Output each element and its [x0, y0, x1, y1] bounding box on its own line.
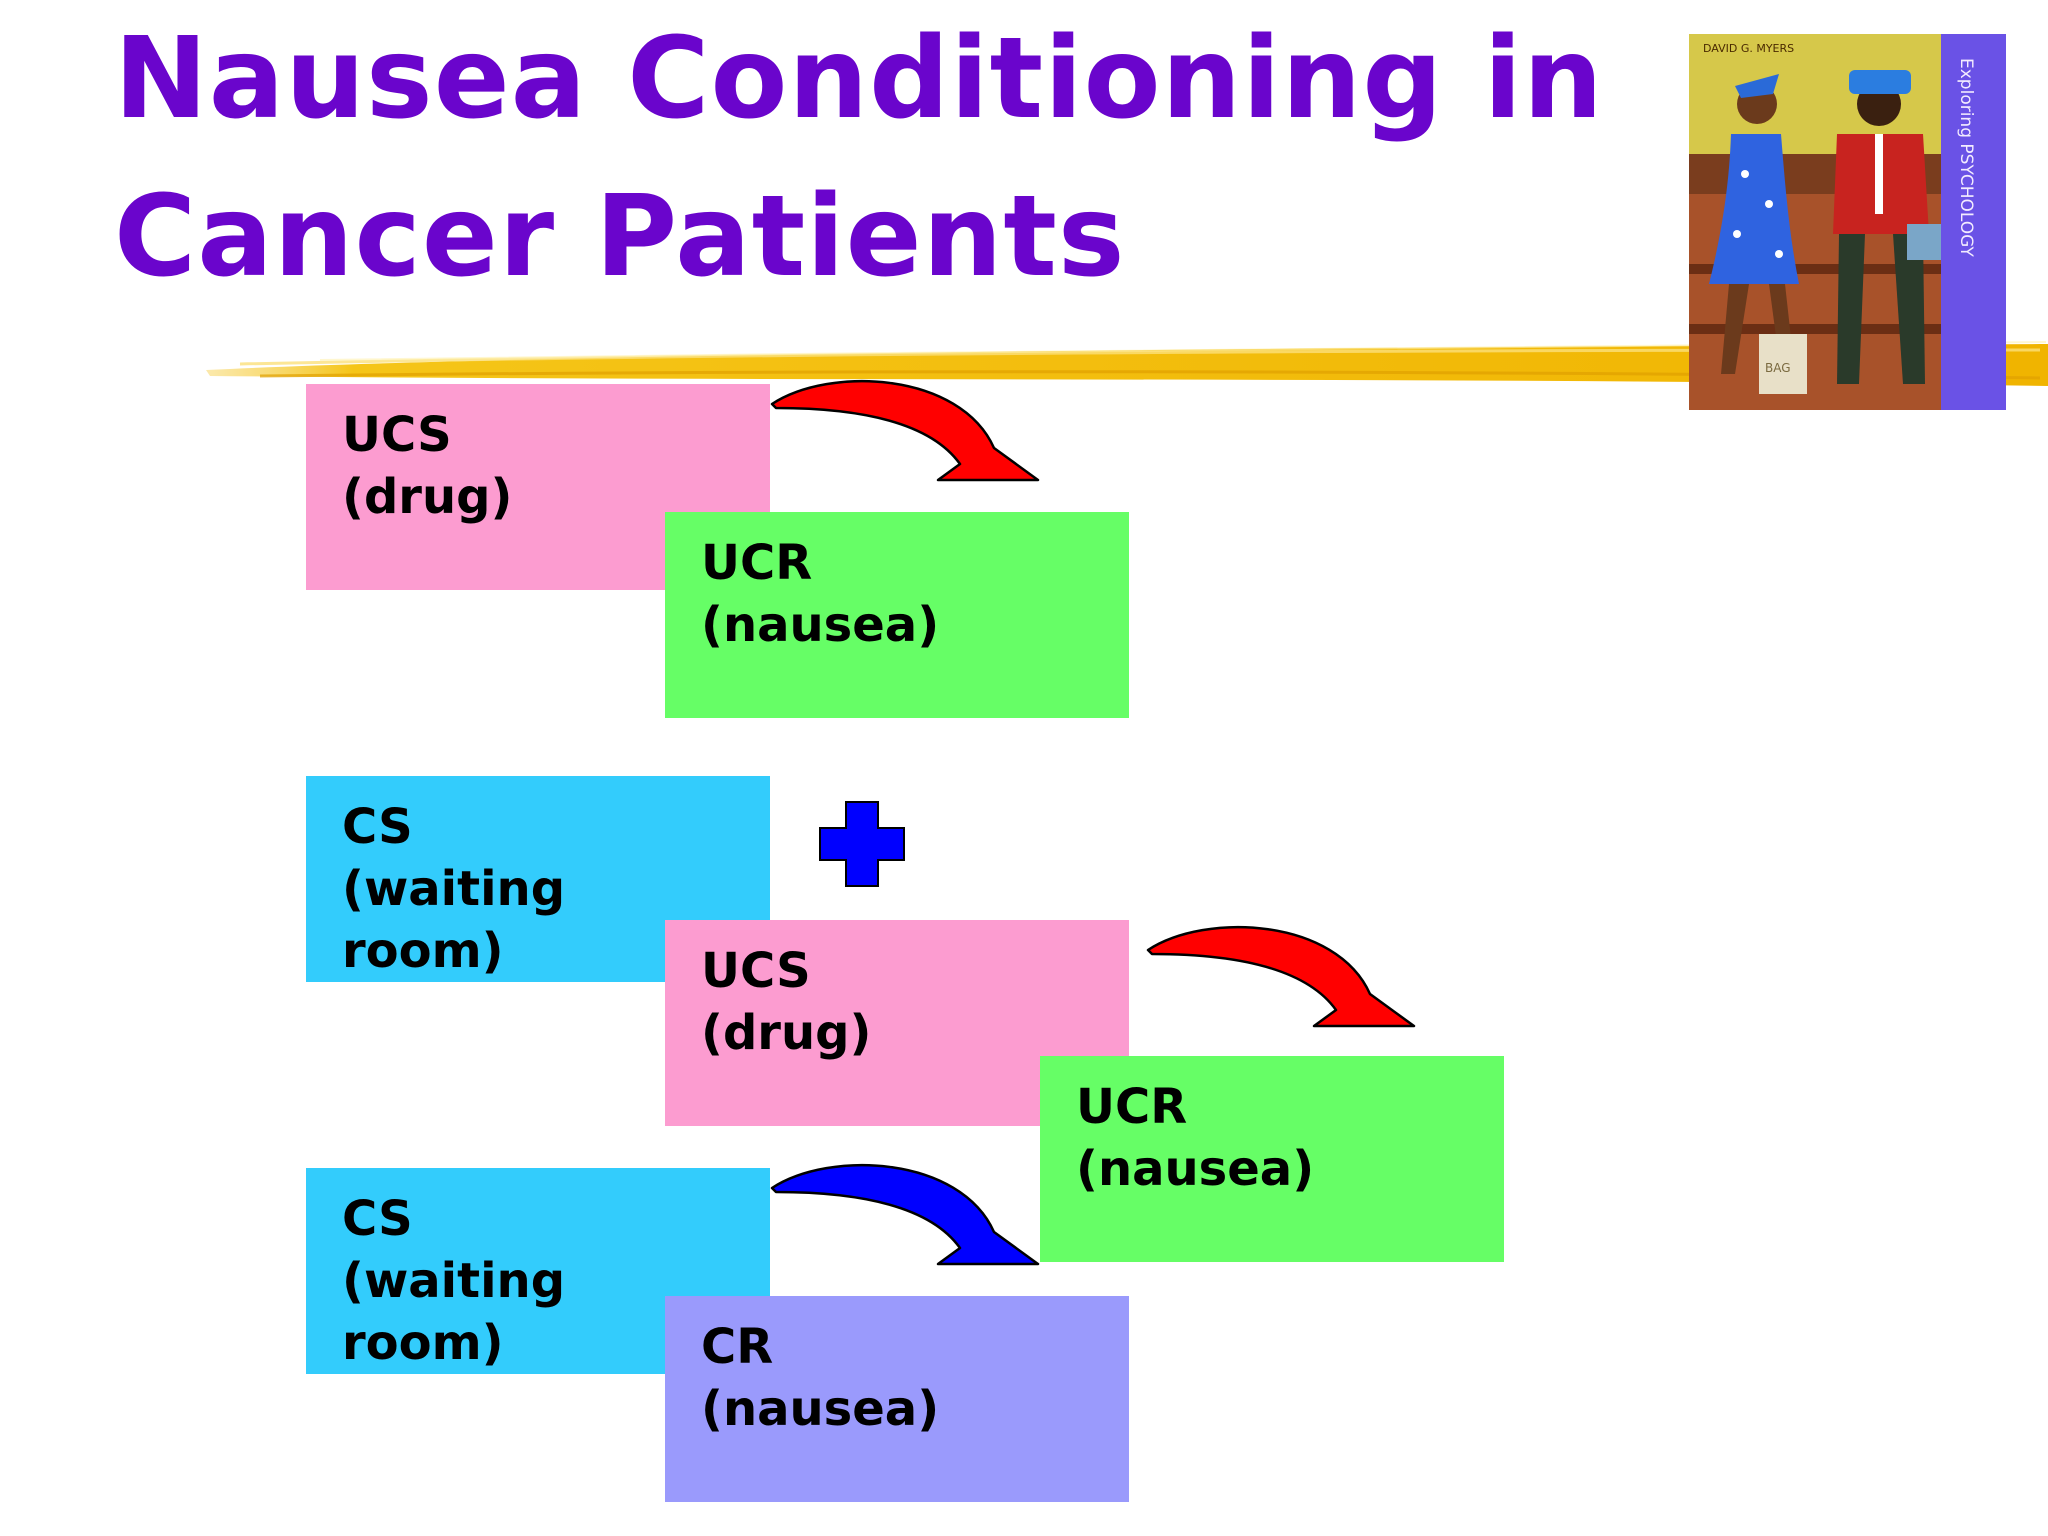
curved-arrow-icon: [770, 1164, 1040, 1266]
ucs-desc: (drug): [342, 469, 513, 525]
cs-term: CS: [342, 799, 413, 855]
book-cover-image: BAG DAVID G. MYERS Exploring PSYCHOLOGY: [1689, 34, 2006, 410]
book-author: DAVID G. MYERS: [1703, 42, 1794, 55]
title-line-1: Nausea Conditioning in: [114, 14, 1604, 144]
ucr-desc: (nausea): [701, 597, 940, 653]
curved-arrow-icon: [1146, 926, 1416, 1028]
ucr-nausea-box-2: UCR (nausea): [1040, 1056, 1504, 1262]
cs-term: CS: [342, 1191, 413, 1247]
cs-desc-line-1: (waiting: [342, 1253, 566, 1309]
cs-waiting-room-box-2: CS (waiting room): [306, 1168, 770, 1374]
cs-desc-line-1: (waiting: [342, 861, 566, 917]
ucs-desc: (drug): [701, 1005, 872, 1061]
ucr-term: UCR: [701, 535, 813, 591]
plus-icon: [819, 801, 905, 887]
title-line-2: Cancer Patients: [114, 172, 1126, 302]
bag-label: BAG: [1765, 361, 1791, 375]
cs-desc-line-2: room): [342, 1315, 504, 1371]
ucs-drug-box-2: UCS (drug): [665, 920, 1129, 1126]
cr-desc: (nausea): [701, 1381, 940, 1437]
ucr-desc: (nausea): [1076, 1141, 1315, 1197]
cr-nausea-box: CR (nausea): [665, 1296, 1129, 1502]
cs-desc-line-2: room): [342, 923, 504, 979]
ucs-term: UCS: [342, 407, 452, 463]
page-title: Nausea Conditioning in Cancer Patients: [114, 0, 1614, 316]
book-spine-title: Exploring PSYCHOLOGY: [1956, 58, 1976, 258]
ucr-nausea-box-1: UCR (nausea): [665, 512, 1129, 718]
curved-arrow-icon: [770, 380, 1040, 482]
cr-term: CR: [701, 1319, 774, 1375]
ucr-term: UCR: [1076, 1079, 1188, 1135]
ucs-term: UCS: [701, 943, 811, 999]
